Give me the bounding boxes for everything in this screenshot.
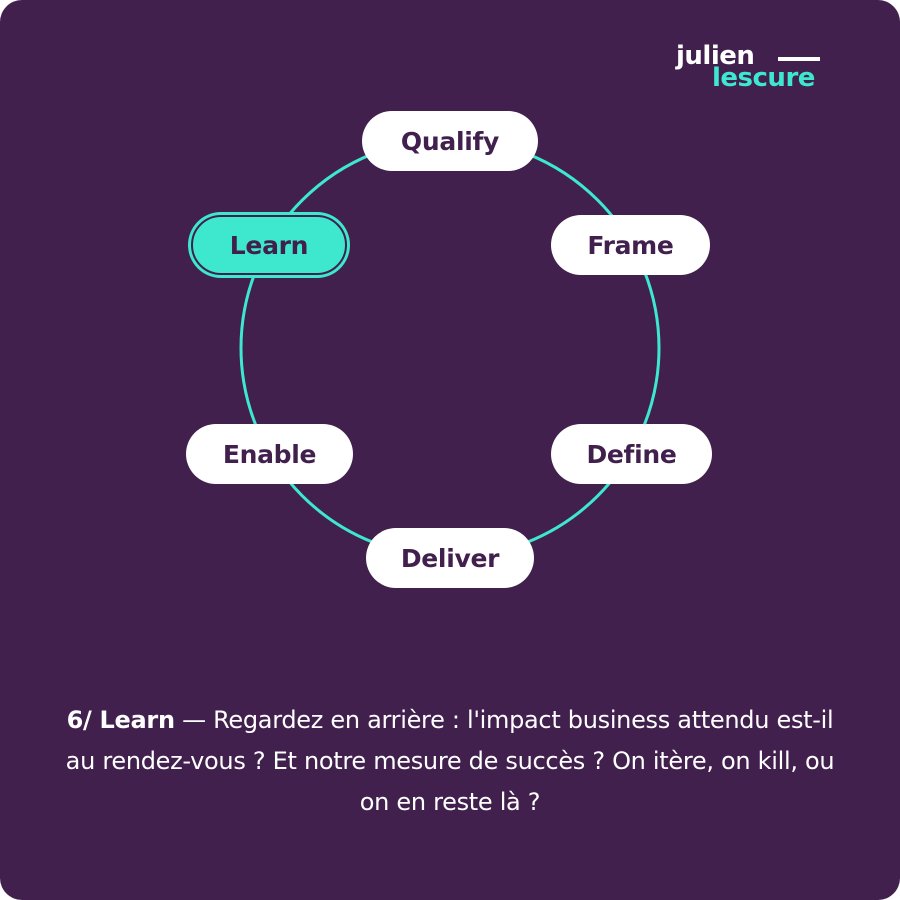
step-deliver: Deliver <box>366 528 534 588</box>
step-description: 6/ Learn — Regardez en arrière : l'impac… <box>60 700 840 823</box>
logo-line-first: julien <box>676 41 755 71</box>
caption-separator: — <box>174 706 214 734</box>
step-frame: Frame <box>551 215 710 275</box>
logo-dash <box>778 57 820 61</box>
caption-step-title: 6/ Learn <box>66 706 175 734</box>
step-define: Define <box>551 424 712 484</box>
step-qualify: Qualify <box>362 111 538 171</box>
cycle-diagram: Qualify Frame Define Deliver Enable Lear… <box>186 111 712 588</box>
caption-text: Regardez en arrière : l'impact business … <box>65 706 835 816</box>
cycle-circle <box>239 137 661 559</box>
brand-logo: julien lescure <box>676 42 836 94</box>
step-enable: Enable <box>186 424 353 484</box>
step-learn-active: Learn <box>191 215 347 275</box>
logo-line-second: lescure <box>712 63 815 93</box>
